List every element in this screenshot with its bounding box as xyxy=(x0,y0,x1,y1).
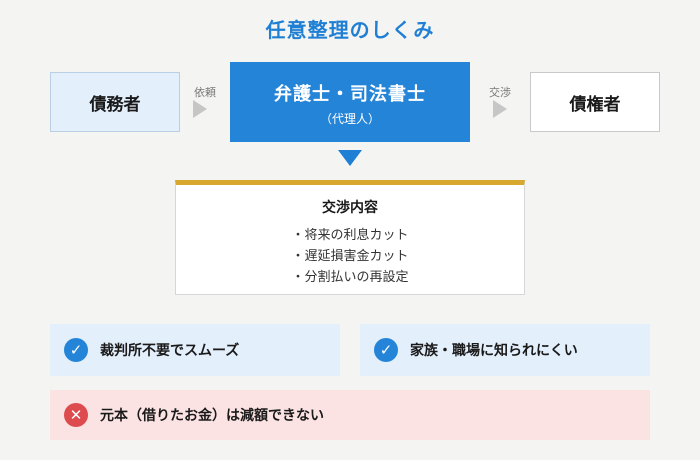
list-item: 遅延損害金カット xyxy=(176,246,524,267)
negotiation-heading: 交渉内容 xyxy=(322,200,378,216)
check-icon: ✓ xyxy=(64,338,88,362)
creditor-label: 債権者 xyxy=(569,94,621,115)
demerit-box: ✕ 元本（借りたお金）は減額できない xyxy=(50,390,650,440)
debtor-box: 債務者 xyxy=(50,72,180,132)
lawyer-label: 弁護士・司法書士 xyxy=(274,84,426,105)
debtor-label: 債務者 xyxy=(89,94,141,115)
arrow-right-icon xyxy=(493,100,507,118)
merit-text: 家族・職場に知られにくい xyxy=(410,343,578,359)
negotiation-list: 将来の利息カット 遅延損害金カット 分割払いの再設定 xyxy=(176,225,524,288)
list-item: 分割払いの再設定 xyxy=(176,267,524,288)
creditor-box: 債権者 xyxy=(530,72,660,132)
cross-icon: ✕ xyxy=(64,403,88,427)
merit-box: ✓ 裁判所不要でスムーズ xyxy=(50,324,340,376)
diagram-title: 任意整理のしくみ xyxy=(265,18,435,42)
merit-text: 裁判所不要でスムーズ xyxy=(100,343,240,359)
list-item: 将来の利息カット xyxy=(176,225,524,246)
negotiation-panel: 交渉内容 将来の利息カット 遅延損害金カット 分割払いの再設定 xyxy=(175,180,525,295)
arrow-right-icon xyxy=(193,100,207,118)
request-label: 依頼 xyxy=(194,86,216,99)
lawyer-box: 弁護士・司法書士 （代理人） xyxy=(230,62,470,142)
negotiation-arrow-label: 交渉 xyxy=(489,86,511,99)
lawyer-sub-label: （代理人） xyxy=(319,112,380,126)
merit-box: ✓ 家族・職場に知られにくい xyxy=(360,324,650,376)
demerit-text: 元本（借りたお金）は減額できない xyxy=(100,408,324,424)
check-icon: ✓ xyxy=(374,338,398,362)
arrow-down-icon xyxy=(338,150,362,166)
